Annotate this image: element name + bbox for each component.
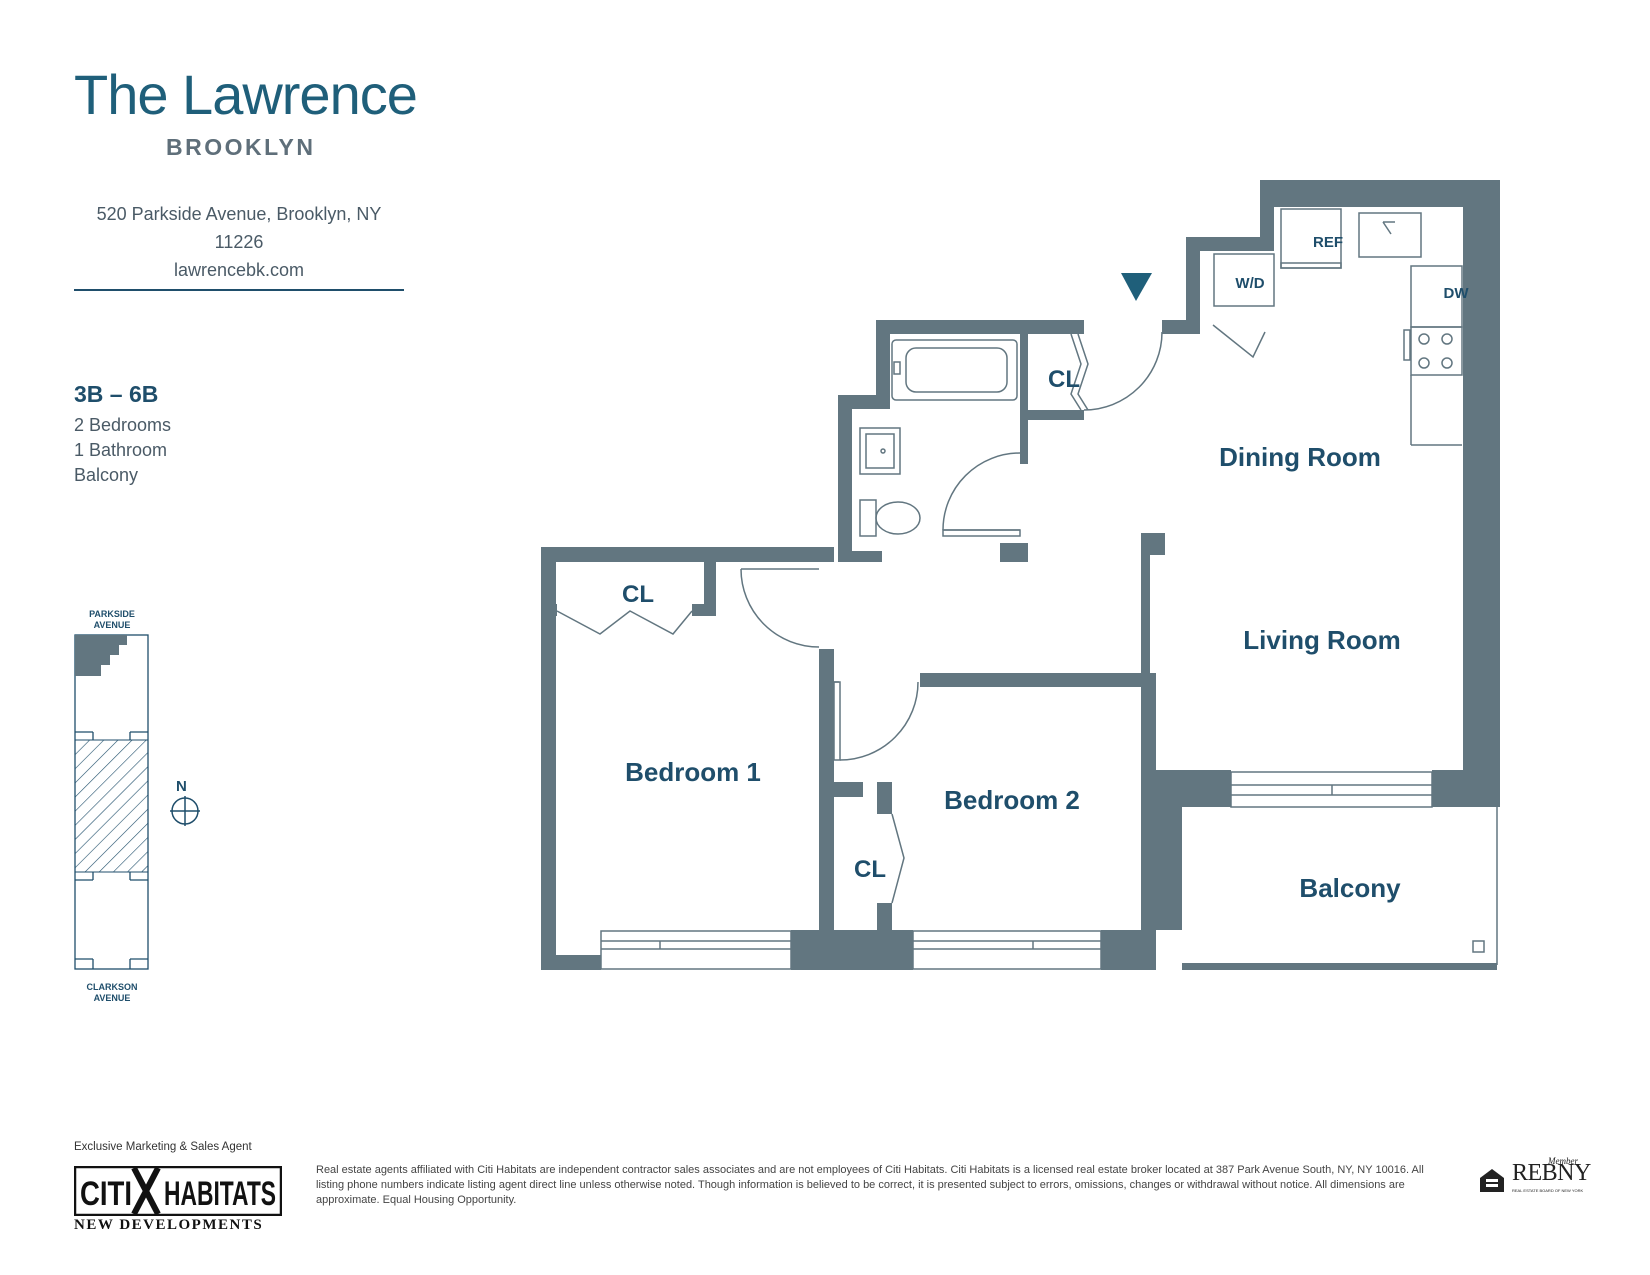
keyplan-building-corner bbox=[75, 635, 127, 676]
north-label: N bbox=[176, 778, 187, 795]
agent-label: Exclusive Marketing & Sales Agent bbox=[74, 1141, 252, 1153]
washer-dryer-label: W/D bbox=[1235, 275, 1264, 292]
keyplan-bottom-street-line2: AVENUE bbox=[93, 993, 131, 1003]
keyplan-unit-highlight bbox=[74, 739, 149, 873]
unit-extra: Balcony bbox=[74, 465, 139, 485]
logo-subtitle: NEW DEVELOPMENTS bbox=[74, 1217, 264, 1233]
logo-citi: CITI bbox=[80, 1175, 132, 1213]
rebny-logo: REBNY bbox=[1512, 1160, 1591, 1186]
equal-housing-icon bbox=[1480, 1169, 1504, 1192]
keyplan-top-street-line2: AVENUE bbox=[93, 620, 131, 630]
legal-disclaimer: Real estate agents affiliated with Citi … bbox=[316, 1164, 1424, 1206]
walls bbox=[541, 180, 1500, 970]
street-address: 520 Parkside Avenue, Brooklyn, NY 11226 bbox=[96, 204, 382, 252]
living-room-label: Living Room bbox=[1243, 625, 1400, 655]
unit-id: 3B – 6B bbox=[74, 381, 159, 407]
building-title: The Lawrence bbox=[74, 63, 418, 126]
dishwasher-label: DW bbox=[1444, 285, 1470, 302]
fixtures bbox=[556, 208, 1498, 970]
keyplan-diagram bbox=[74, 634, 149, 970]
bedroom1-closet-label: CL bbox=[622, 581, 654, 608]
refrigerator-label: REF bbox=[1313, 234, 1343, 251]
compass-icon bbox=[170, 796, 200, 826]
unit-bathrooms: 1 Bathroom bbox=[74, 440, 168, 460]
keyplan-top-street-line1: PARKSIDE bbox=[89, 609, 135, 619]
building-city: BROOKLYN bbox=[166, 134, 316, 160]
bedroom2-label: Bedroom 2 bbox=[944, 785, 1080, 815]
entry-arrow-icon bbox=[1121, 273, 1152, 301]
header-divider bbox=[74, 289, 404, 291]
website-link[interactable]: lawrencebk.com bbox=[173, 260, 305, 280]
bedroom2-closet-label: CL bbox=[854, 856, 886, 883]
rebny-member: Member bbox=[1548, 1156, 1578, 1166]
rebny-subtitle: REAL ESTATE BOARD OF NEW YORK bbox=[1512, 1188, 1584, 1193]
bedroom1-label: Bedroom 1 bbox=[625, 757, 761, 787]
keyplan-top-street: PARKSIDE AVENUE bbox=[67, 609, 157, 631]
keyplan-bottom-street: CLARKSON AVENUE bbox=[67, 982, 157, 1004]
bath-closet-label: CL bbox=[1048, 366, 1080, 393]
balcony-label: Balcony bbox=[1299, 873, 1401, 903]
citi-habitats-logo: CITI HABITATS bbox=[74, 1166, 282, 1216]
unit-bedrooms: 2 Bedrooms bbox=[74, 415, 172, 435]
logo-habitats: HABITATS bbox=[164, 1175, 276, 1213]
dining-room-label: Dining Room bbox=[1219, 442, 1381, 472]
keyplan-bottom-street-line1: CLARKSON bbox=[86, 982, 138, 992]
address-block: 520 Parkside Avenue, Brooklyn, NY 11226 … bbox=[74, 200, 404, 284]
